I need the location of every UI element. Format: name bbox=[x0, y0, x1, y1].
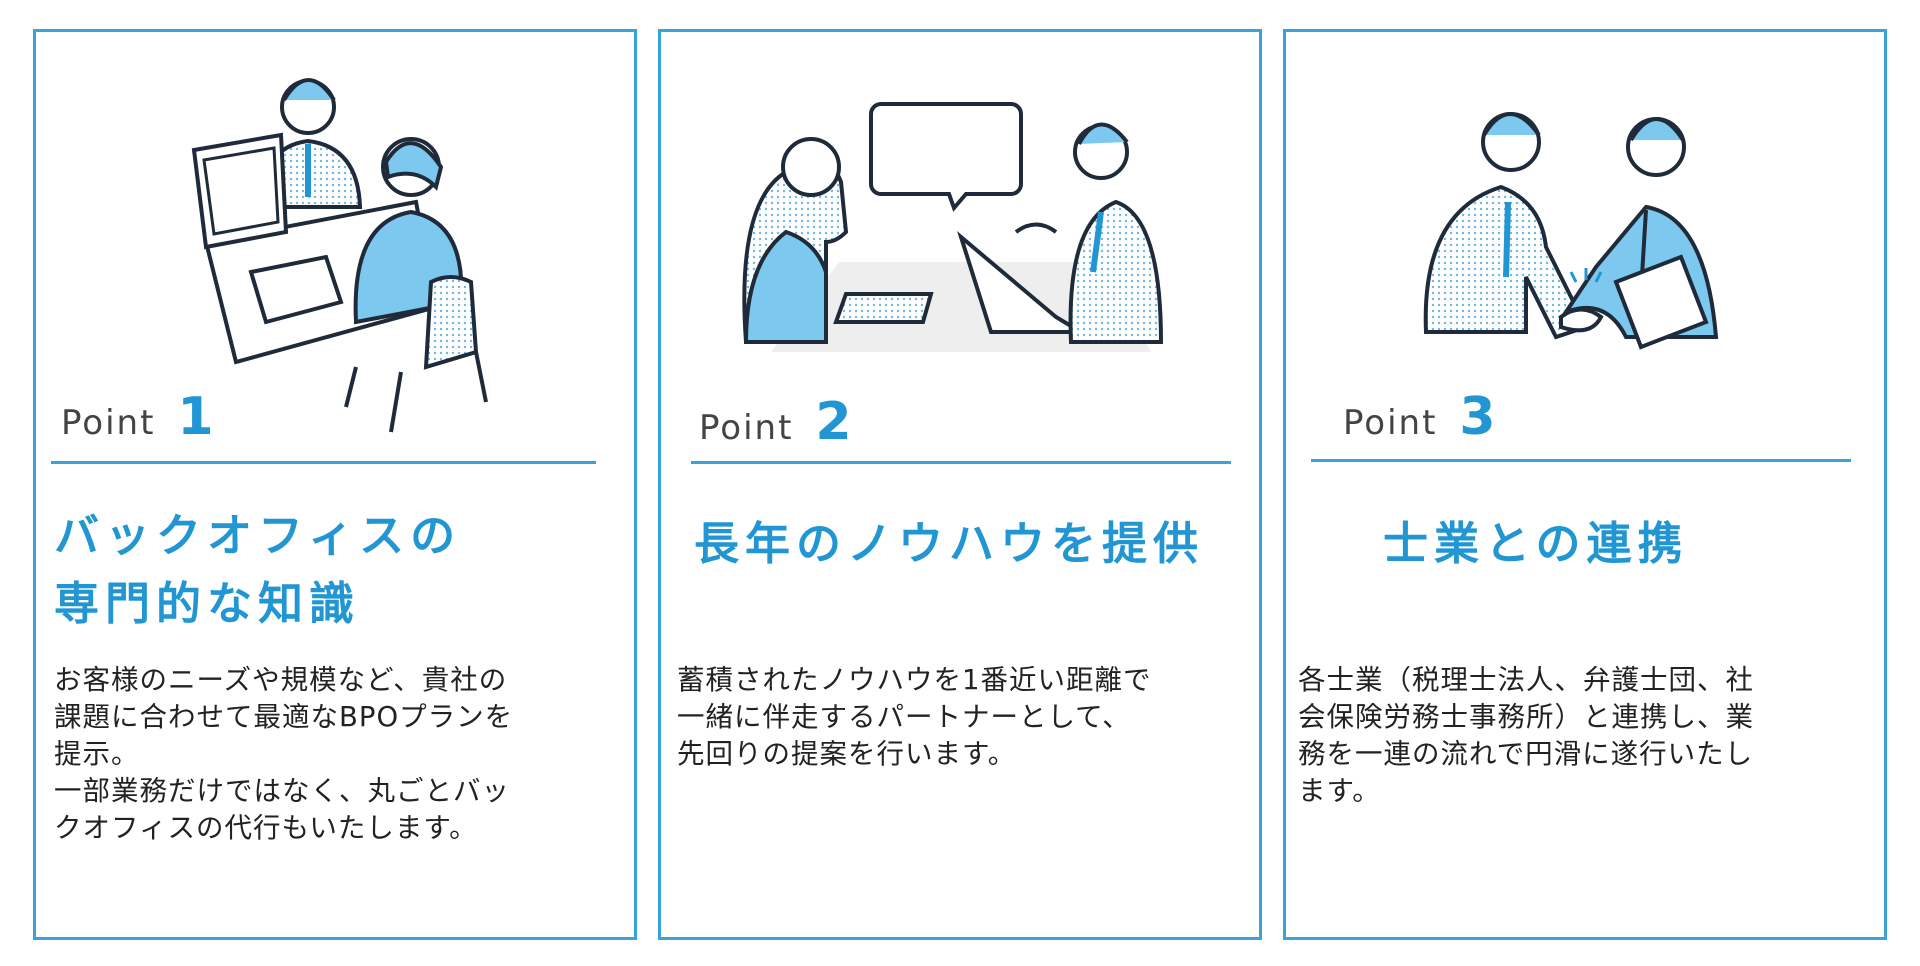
meeting-illustration bbox=[191, 78, 488, 433]
card-description: 蓄積されたノウハウを1番近い距離で 一緒に伴走するパートナーとして、 先回りの提… bbox=[677, 664, 1152, 770]
card-title: 長年のノウハウを提供 bbox=[694, 517, 1205, 570]
point-heading: Point 2 bbox=[699, 392, 852, 452]
divider bbox=[51, 461, 596, 464]
point-label: Point bbox=[61, 403, 156, 443]
point-card-1: Point 1 バックオフィスの 専門的な知識 お客様のニーズや規模など、貴社の… bbox=[33, 29, 637, 940]
card-description: 各士業（税理士法人、弁護士団、社 会保険労務士事務所）と連携し、業 務を一連の流… bbox=[1298, 664, 1754, 807]
point-number: 1 bbox=[177, 387, 214, 447]
point-card-3: Point 3 士業との連携 各士業（税理士法人、弁護士団、社 会保険労務士事務… bbox=[1283, 29, 1887, 940]
divider bbox=[1311, 459, 1851, 462]
point-card-2: Point 2 長年のノウハウを提供 蓄積されたノウハウを1番近い距離で 一緒に… bbox=[658, 29, 1262, 940]
card-title: バックオフィスの 専門的な知識 bbox=[54, 509, 462, 630]
point-label: Point bbox=[699, 408, 794, 448]
card-title: 士業との連携 bbox=[1383, 517, 1689, 570]
point-number: 3 bbox=[1459, 387, 1496, 447]
card-description: お客様のニーズや規模など、貴社の 課題に合わせて最適なBPOプランを 提示。 一… bbox=[54, 664, 514, 844]
handshake-illustration bbox=[1423, 112, 1719, 350]
divider bbox=[691, 461, 1231, 464]
point-heading: Point 3 bbox=[1343, 387, 1496, 447]
point-number: 2 bbox=[815, 392, 852, 452]
point-heading: Point 1 bbox=[61, 387, 214, 447]
consultation-illustration bbox=[742, 102, 1164, 352]
point-label: Point bbox=[1343, 403, 1438, 443]
